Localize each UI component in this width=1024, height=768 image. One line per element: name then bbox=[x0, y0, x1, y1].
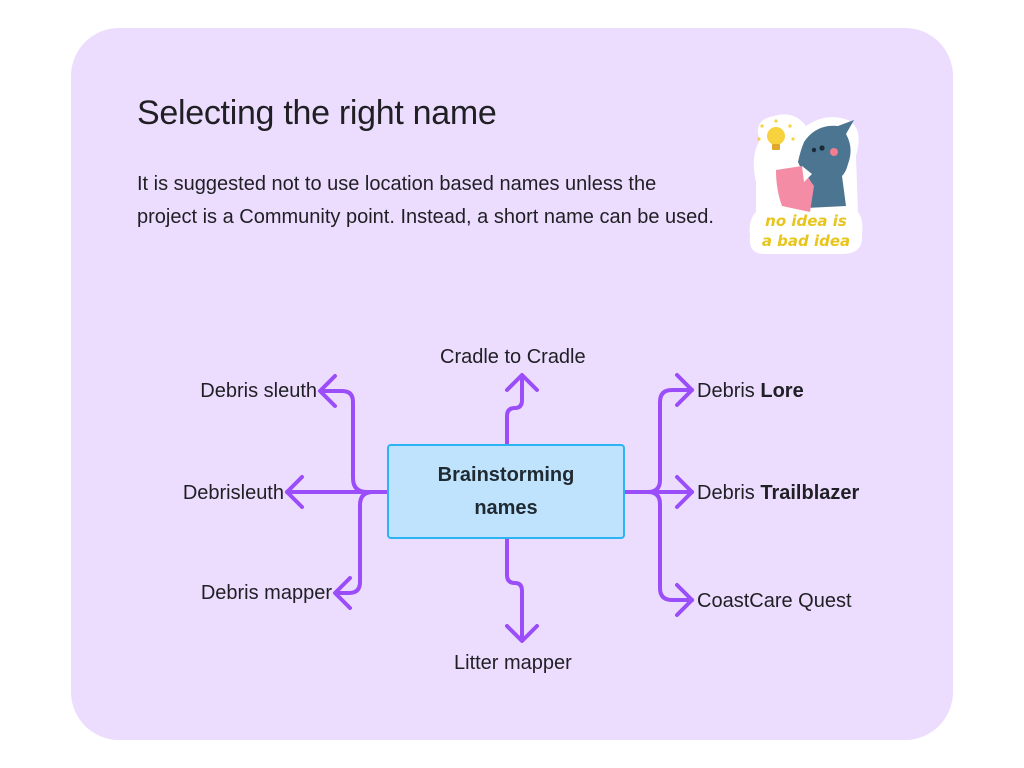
page-title: Selecting the right name bbox=[137, 94, 497, 132]
description-text: It is suggested not to use location base… bbox=[137, 173, 714, 228]
sticker-caption: no idea is a bad idea bbox=[762, 212, 850, 250]
arrowhead-left-bottom bbox=[333, 576, 352, 610]
branch-label-bottom: Litter mapper bbox=[454, 652, 572, 674]
lightbulb-icon bbox=[757, 119, 795, 150]
connector-right-top bbox=[646, 388, 694, 494]
creature-icon bbox=[776, 120, 854, 212]
branch-label-right-top: Debris Lore bbox=[697, 379, 804, 403]
connector-left-top bbox=[319, 389, 369, 494]
arrowhead-top bbox=[505, 373, 539, 392]
connector-left-bottom bbox=[334, 490, 375, 595]
idea-creature-sticker-icon: no idea is a bad idea bbox=[749, 114, 863, 254]
branch-label-right-top-bold: Lore bbox=[760, 380, 804, 402]
center-node-label: Brainstorming names bbox=[437, 463, 575, 519]
sticker-caption-line2: a bad idea bbox=[762, 232, 850, 250]
connector-top bbox=[505, 375, 524, 446]
branch-label-right-bottom: CoastCare Quest bbox=[697, 590, 852, 612]
center-node-brainstorming[interactable]: Brainstorming names bbox=[387, 444, 625, 539]
branch-label-left-bottom: Debris mapper bbox=[200, 582, 332, 604]
arrowhead-bottom bbox=[505, 624, 539, 643]
arrowhead-left-top bbox=[318, 374, 337, 408]
arrowhead-left-middle bbox=[285, 475, 304, 509]
arrowhead-right-top bbox=[675, 373, 694, 407]
branch-label-right-middle: Debris Trailblazer bbox=[697, 481, 859, 505]
branch-label-right-top-normal: Debris bbox=[697, 380, 761, 402]
branch-label-right-middle-bold: Trailblazer bbox=[760, 482, 860, 504]
arrowhead-right-middle bbox=[675, 475, 694, 509]
arrowhead-right-bottom bbox=[675, 583, 694, 617]
connector-right-bottom bbox=[646, 490, 694, 602]
connector-bottom bbox=[505, 537, 524, 642]
sticker-caption-line1: no idea is bbox=[765, 212, 847, 230]
branch-label-right-middle-normal: Debris bbox=[697, 482, 761, 504]
branch-label-left-middle: Debrisleuth bbox=[182, 482, 284, 504]
branch-label-top: Cradle to Cradle bbox=[440, 346, 586, 368]
branch-label-left-top: Debris sleuth bbox=[200, 380, 317, 402]
